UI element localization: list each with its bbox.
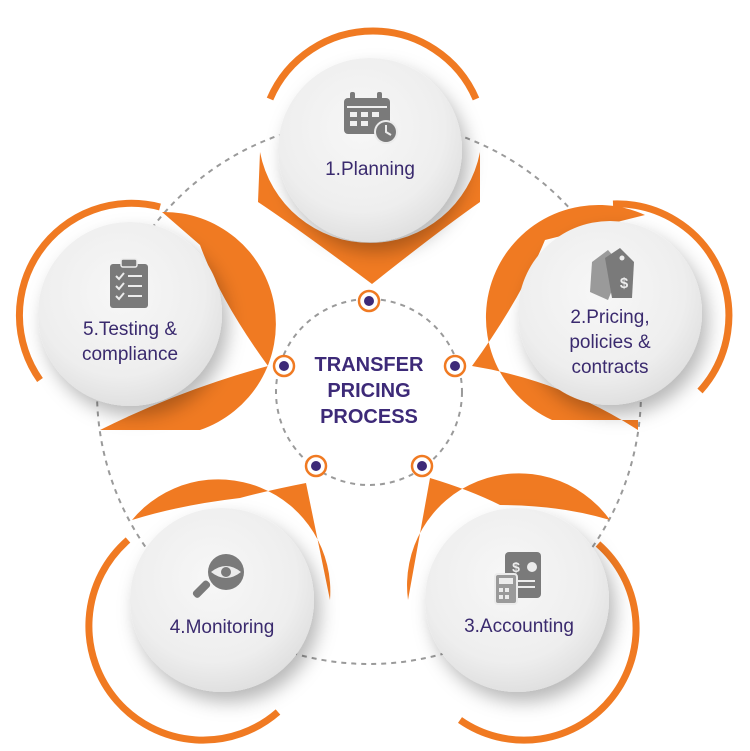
step-label: 2.Pricing,	[570, 307, 649, 328]
step-monitoring: 4.Monitoring	[85, 479, 331, 744]
calendar-clock-icon	[344, 92, 398, 144]
svg-text:$: $	[620, 275, 629, 292]
connector-dot	[272, 354, 296, 378]
step-label: 3.Accounting	[464, 616, 574, 637]
step-card	[518, 221, 702, 405]
step-card	[38, 222, 222, 406]
connector-dot	[410, 454, 434, 478]
connector-dot	[443, 354, 467, 378]
orange-pointer	[472, 204, 645, 430]
step-accounting: $ 3.Accounting	[407, 473, 640, 744]
step-testing: 5.Testing & compliance	[15, 199, 276, 430]
center-title-line3: PROCESS	[320, 406, 418, 428]
orange-arc	[15, 199, 161, 383]
step-label: 5.Testing &	[83, 319, 177, 340]
step-label: contracts	[571, 357, 648, 378]
orange-arc	[266, 27, 480, 101]
orange-arc	[458, 541, 640, 744]
step-label: policies &	[569, 332, 651, 353]
orange-arc	[612, 200, 733, 394]
center-hub: TRANSFER PRICING PROCESS	[275, 298, 463, 486]
center-dashed-ring	[275, 298, 463, 486]
clipboard-checklist-icon	[110, 258, 148, 308]
orange-pointer	[100, 211, 276, 430]
magnifier-eye-icon	[192, 554, 244, 598]
step-card	[130, 508, 314, 692]
connector-dot	[357, 289, 381, 313]
center-title-line1: TRANSFER	[315, 354, 424, 376]
orange-arc	[85, 537, 281, 744]
step-pricing: $ 2.Pricing, policies & contracts	[472, 200, 733, 430]
step-label: compliance	[82, 344, 178, 365]
step-label: 4.Monitoring	[170, 617, 275, 638]
step-card	[278, 58, 462, 242]
invoice-calculator-icon: $	[494, 552, 541, 605]
orange-pointer	[258, 152, 480, 284]
svg-text:$: $	[512, 559, 520, 575]
step-planning: 1.Planning	[258, 27, 480, 284]
price-tags-icon: $	[590, 248, 634, 300]
orange-pointer	[407, 473, 610, 600]
step-label: 1.Planning	[325, 159, 415, 180]
connector-dot	[304, 454, 328, 478]
center-title-line2: PRICING	[327, 380, 410, 402]
